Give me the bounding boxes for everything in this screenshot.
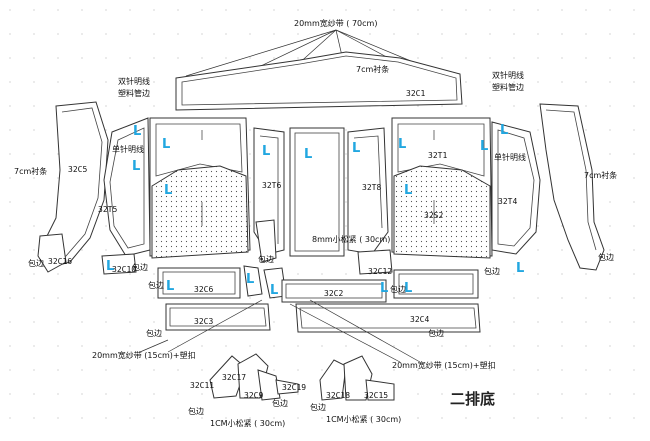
label-binding: 包边 xyxy=(132,262,148,272)
piece-right-strip xyxy=(539,103,605,271)
code-32c17: 32C17 xyxy=(222,373,246,382)
label-binding: 包边 xyxy=(148,280,164,290)
code-32c16: 32C16 xyxy=(48,257,72,266)
l-marker: L xyxy=(270,283,278,298)
label-binding: 包边 xyxy=(390,284,406,294)
piece-left-seat xyxy=(149,117,251,259)
annotations: 20mm宽纱带 ( 70cm) 7cm衬条 双针明线 塑料管边 双针明线 塑料管… xyxy=(14,18,617,428)
piece-32c4 xyxy=(295,303,481,333)
drawing-title: 二排底 xyxy=(450,390,495,408)
l-marker: L xyxy=(106,259,114,274)
label-lining-top: 7cm衬条 xyxy=(356,64,389,74)
label-elastic-1cm-right: 1CM小松紧 ( 30cm) xyxy=(326,414,401,424)
label-plastic-edge-left: 塑料管边 xyxy=(118,88,150,98)
label-binding: 包边 xyxy=(188,406,204,416)
code-32t1: 32T1 xyxy=(428,151,447,160)
label-double-needle-right: 双针明线 xyxy=(492,70,524,80)
l-marker: L xyxy=(162,137,170,152)
label-binding: 包边 xyxy=(258,254,274,264)
l-marker: L xyxy=(262,144,270,159)
code-32c5: 32C5 xyxy=(68,165,87,174)
piece-32t8 xyxy=(347,127,389,255)
label-lining-left: 7cm衬条 xyxy=(14,166,47,176)
code-32c12: 32C12 xyxy=(368,267,392,276)
code-32c3: 32C3 xyxy=(194,317,213,326)
label-double-needle-left: 双针明线 xyxy=(118,76,150,86)
piece-32c2 xyxy=(281,279,387,303)
label-elastic-8mm: 8mm小松紧 ( 30cm) xyxy=(312,234,390,244)
l-marker: L xyxy=(398,137,406,152)
code-32c1: 32C1 xyxy=(406,89,425,98)
code-32c2: 32C2 xyxy=(324,289,343,298)
piece-32t1 xyxy=(391,117,493,259)
code-32c4: 32C4 xyxy=(410,315,429,324)
orientation-markers: L L L L L L L L L L L L L L L L L L xyxy=(106,123,524,298)
label-binding: 包边 xyxy=(28,258,44,268)
l-marker: L xyxy=(166,279,174,294)
label-binding: 包边 xyxy=(272,398,288,408)
piece-cluster-right xyxy=(319,355,395,401)
code-32c19: 32C19 xyxy=(282,383,306,392)
l-marker: L xyxy=(246,272,254,287)
piece-right-bottom xyxy=(393,269,479,299)
l-marker: L xyxy=(352,141,360,156)
label-binding: 包边 xyxy=(428,328,444,338)
l-marker: L xyxy=(480,139,488,154)
code-32c6: 32C6 xyxy=(194,285,213,294)
label-lining-right: 7cm衬条 xyxy=(584,170,617,180)
label-elastic-1cm-left: 1CM小松紧 ( 30cm) xyxy=(210,418,285,428)
code-32c10: 32C10 xyxy=(112,265,136,274)
label-single-needle-left: 单针明线 xyxy=(112,144,144,154)
piece-32c5 xyxy=(37,101,109,273)
label-binding: 包边 xyxy=(310,402,326,412)
code-32t4: 32T4 xyxy=(498,197,517,206)
code-32t8: 32T8 xyxy=(362,183,381,192)
label-band-15-left: 20mm宽纱带 (15cm)+塑扣 xyxy=(92,350,196,360)
label-top-band: 20mm宽纱带 ( 70cm) xyxy=(294,18,377,28)
l-marker: L xyxy=(404,183,412,198)
piece-cluster-left xyxy=(209,353,299,401)
l-marker: L xyxy=(164,183,172,198)
l-marker: L xyxy=(500,123,508,138)
label-plastic-edge-right: 塑料管边 xyxy=(492,82,524,92)
code-32c11: 32C11 xyxy=(190,381,214,390)
label-binding: 包边 xyxy=(484,266,500,276)
label-single-needle-right: 单针明线 xyxy=(494,152,526,162)
code-32t6: 32T6 xyxy=(262,181,281,190)
l-marker: L xyxy=(304,147,312,162)
piece-32c3 xyxy=(165,303,271,331)
l-marker: L xyxy=(132,159,140,174)
code-32s2: 32S2 xyxy=(424,211,443,220)
piece-codes: 32C1 32C5 32T5 32T6 32T8 32T1 32S2 32T4 … xyxy=(48,89,517,400)
code-32c9: 32C9 xyxy=(244,391,263,400)
label-binding: 包边 xyxy=(146,328,162,338)
code-32t5: 32T5 xyxy=(98,205,117,214)
l-marker: L xyxy=(133,124,141,139)
label-band-15-right: 20mm宽纱带 (15cm)+塑扣 xyxy=(392,360,496,370)
label-binding: 包边 xyxy=(598,252,614,262)
l-marker: L xyxy=(516,261,524,276)
code-32c18: 32C18 xyxy=(326,391,350,400)
piece-32c1 xyxy=(175,51,463,111)
piece-center xyxy=(289,127,345,257)
l-marker: L xyxy=(380,281,388,296)
code-32c15: 32C15 xyxy=(364,391,388,400)
lower-leaders xyxy=(139,299,421,363)
piece-32c6 xyxy=(157,267,241,299)
piece-32t5 xyxy=(103,117,151,257)
l-marker: L xyxy=(404,281,412,296)
piece-32c10 xyxy=(101,253,137,275)
